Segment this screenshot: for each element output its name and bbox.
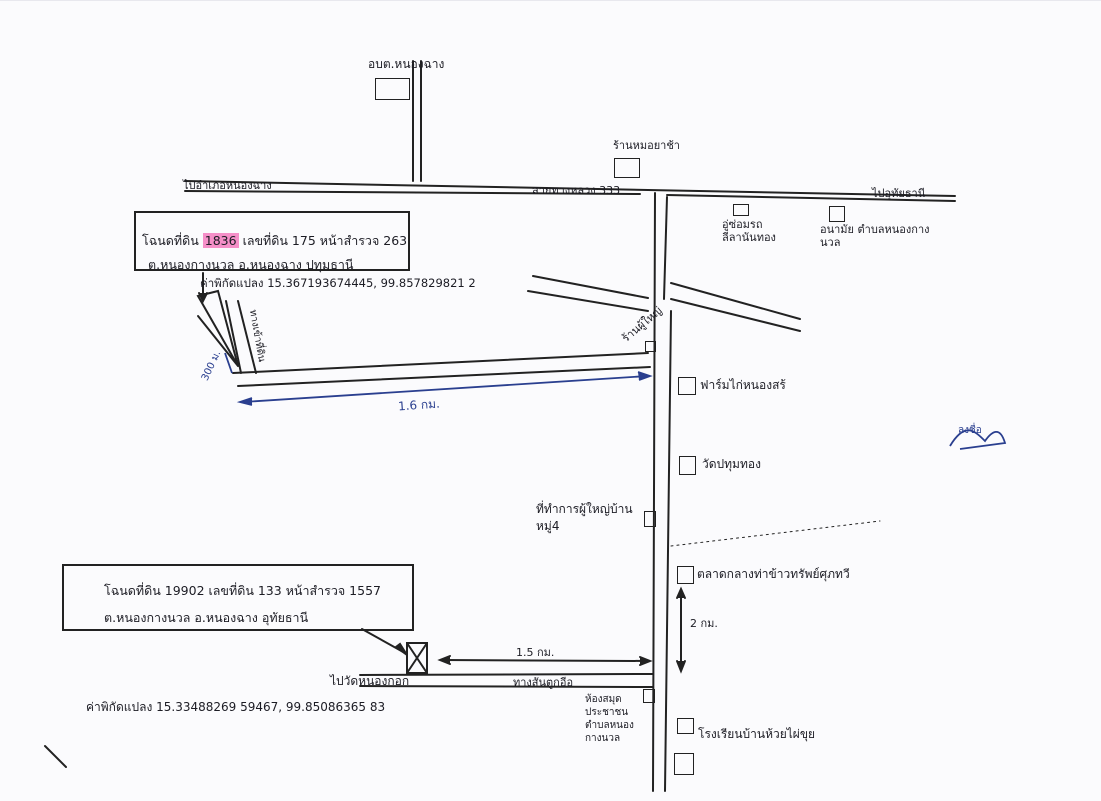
temple-label: วัดปทุมทอง [702,457,761,471]
district-office-label: อบต.หนองฉาง [368,57,445,71]
ns-road-left [652,192,656,792]
bottom-box-pointer-head [394,642,408,656]
school-label: โรงเรียนบ้านห้วยไผ่ขุย [698,727,816,741]
top-distance-label: 1.6 กม. [397,396,441,414]
top-box-line1: โฉนดที่ดิน 1836 เลขที่ดิน 175 หน้าสำรวจ … [142,233,408,248]
to-uthaithani-label: ไปอุทัยธานี [872,187,926,200]
signature-label: ลงชื่อ [958,425,982,436]
top-box-pointer-head [198,292,208,304]
small-distance-line [224,352,233,374]
bottom-box-line2: ต.หนองกางนวล อ.หนองฉาง อุทัยธานี [104,610,309,625]
chicken-farm-building [678,377,696,395]
village-head-label: ที่ทำการผู้ใหญ่บ้าน หมู่4 [536,502,633,533]
school-building-2 [674,753,694,775]
small-shop-building [645,341,656,352]
bottom-parcel-box [406,642,428,674]
bottom-coords-label: ค่าพิกัดแปลง 15.33488269 59467, 99.85086… [86,700,386,714]
repair-shop-building [733,204,749,216]
village-head-building [644,511,656,527]
diagonal-road-3 [670,282,801,320]
route-label: สายทางหลวง 333 [532,184,621,197]
sanitation-building [829,206,845,222]
ns-road-right [663,196,668,300]
to-nongchang-label: ไปอำเภอหนองฉาง [183,179,272,192]
bottom-distance-label: 1.5 กม. [516,646,555,659]
vertical-distance-label: 2 กม. [690,617,718,630]
access-road-left [225,300,242,374]
highway-333-top-edge [184,180,956,197]
signature-stroke [949,429,1007,450]
diagonal-road-2 [527,290,649,312]
west-road-bottom-edge [237,366,651,387]
to-temple-bottom-label: ไปวัดหนองกอก [330,674,410,688]
west-road-top-edge [232,352,649,374]
bottom-box-line1: โฉนดที่ดิน 19902 เลขที่ดิน 133 หน้าสำรวจ… [104,583,381,598]
bottom-road-bottom-edge [359,685,654,688]
shop-top-label: ร้านหมอยาช้า [613,139,680,152]
highway-333-right-bottom-edge [666,194,956,202]
subdistrict-office-building [643,689,655,703]
deed-number-highlight: 1836 [202,233,239,248]
highway-333-bottom-edge [184,190,641,195]
subdistrict-office-label: ห้องสมุดประชาชน ตำบลหนองกางนวล [585,694,634,744]
top-distance-line [242,375,649,403]
bottom-road-top-edge [359,673,654,676]
sanitation-label: อนามัย ตำบลหนองกางนวล [820,223,930,250]
diagonal-road-4 [670,298,801,332]
school-building-1 [677,718,694,734]
rice-market-label: ตลาดกลางท่าข้าวทรัพย์ศุภทวี [697,567,850,581]
top-coords-label: ค่าพิกัดแปลง 15.367193674445, 99.8578298… [200,276,476,290]
diagonal-road-1 [532,275,649,299]
temple-building [679,456,696,475]
repair-shop-label: อู่ซ่อมรถ ลีลานันทอง [722,218,776,245]
access-road-right [237,300,257,374]
rice-market-building [677,566,694,584]
ns-road-right-2 [664,310,672,792]
top-box-line2: ต.หนองกางนวล อ.หนองฉาง ปทุมธานี [148,257,354,272]
shop-building [614,158,640,178]
top-parcel-info-box: โฉนดที่ดิน 1836 เลขที่ดิน 175 หน้าสำรวจ … [134,211,410,272]
bottom-distance-line [441,659,649,662]
top-parcel-shape [196,289,239,367]
district-office-building [375,78,410,100]
road-bottom-right-label: ทางสันตูกอีอ [513,676,574,689]
bottom-parcel-info-box: โฉนดที่ดิน 19902 เลขที่ดิน 133 หน้าสำรวจ… [62,564,414,631]
chicken-farm-label: ฟาร์มไก่หนองสร้ [700,378,786,392]
